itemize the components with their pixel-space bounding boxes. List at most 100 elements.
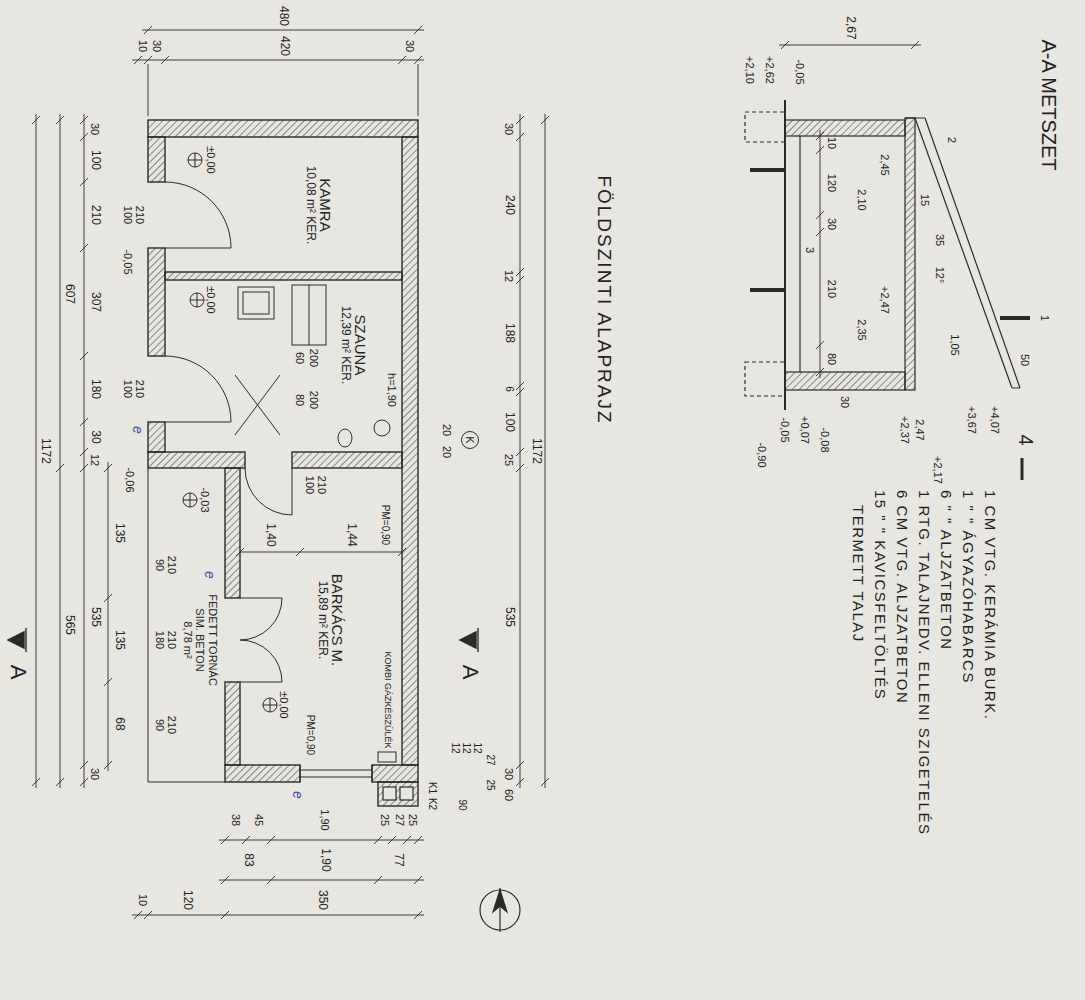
sauna-stove <box>238 287 274 319</box>
level-marker-cross <box>183 493 197 507</box>
dimension-label: 20 <box>441 424 454 436</box>
dimension-label: 77 <box>391 853 405 866</box>
dimension-label: 210 <box>166 556 179 574</box>
chimney <box>378 782 418 806</box>
dimension-label: 25 <box>406 814 419 826</box>
dimension-label: 80 <box>294 394 307 406</box>
dimension-label: 200 <box>308 391 321 409</box>
wall <box>402 137 418 765</box>
wall <box>148 422 165 452</box>
chimney-circle: K <box>461 431 479 449</box>
dimension-label: 210 <box>826 279 839 297</box>
door-swing <box>240 640 282 682</box>
dimension-label: 3 <box>804 247 817 253</box>
dimension-label: 4 <box>1014 434 1037 445</box>
dimension-label: 38 <box>229 814 242 826</box>
layer-note: 6 CM VTG. ALJZATBETON <box>893 490 910 704</box>
dimension-label: ±0,00 <box>205 286 218 313</box>
gas-boiler <box>378 752 396 762</box>
door-swing <box>165 182 231 248</box>
room-area: SIM. BETON <box>194 594 207 686</box>
sauna-stove-inner <box>243 292 269 314</box>
dimension-label: 210 <box>134 380 147 398</box>
dimension-label: 12 <box>503 270 516 282</box>
dimension-label: 535 <box>502 606 516 626</box>
dimension-label: 420 <box>277 36 291 56</box>
wall <box>148 248 165 356</box>
dimension-label: 1 <box>1039 315 1052 321</box>
room-area: 15,89 m² KER. <box>314 574 328 667</box>
dimension-label: 210 <box>166 716 179 734</box>
dimension-label: 2,35 <box>856 319 869 340</box>
level-marker <box>263 698 277 712</box>
plan-details <box>148 153 396 782</box>
room-text: K <box>464 436 477 443</box>
section-line <box>477 628 478 652</box>
room-text: KAMRA10,08 m² KER. <box>302 166 333 245</box>
dimension-label: 27 <box>484 754 496 765</box>
dimension-label: 90 <box>154 559 167 571</box>
door-swing <box>240 598 282 640</box>
room-area: 8,78 m² <box>181 594 194 686</box>
dimension-label: 12° <box>934 267 947 284</box>
dimension-label: +2,47 <box>879 286 892 314</box>
dimension-label: 2,10 <box>856 189 869 210</box>
dimension-label: 180 <box>88 379 102 399</box>
dimension-line <box>219 836 424 844</box>
dimension-label: 83 <box>241 853 255 866</box>
section-wall <box>785 372 905 390</box>
section-wall <box>785 120 905 136</box>
dimension-label: 25 <box>484 779 496 790</box>
circle-outline-shape <box>462 432 479 449</box>
dimension-label: KOMBI GÁZKÉSZÜLÉK <box>383 651 393 748</box>
dimension-label: 1,90 <box>318 848 332 871</box>
dimension-label: 100 <box>122 206 135 224</box>
dimension-label: -0,05 <box>122 249 135 274</box>
walls <box>148 120 418 806</box>
partition-wall <box>165 272 402 280</box>
layer-note: 6 " " ALJZATBETON <box>937 490 954 651</box>
level-marker-cross <box>263 698 277 712</box>
sink <box>374 420 390 436</box>
dimension-label: 50 <box>1019 354 1032 366</box>
chimney-flues <box>383 787 413 800</box>
wall <box>225 682 240 765</box>
dimension-line <box>80 114 88 788</box>
door-swing <box>165 356 231 422</box>
ceiling-slab <box>905 118 915 390</box>
flue <box>400 787 413 800</box>
room-name: BARKÁCS M. <box>328 574 345 667</box>
section-line <box>25 628 26 652</box>
sauna-bench <box>292 285 326 345</box>
level-marker-cross <box>190 293 204 307</box>
room-area: 12,39 m² KER. <box>337 306 351 385</box>
dimension-label: 240 <box>502 194 516 214</box>
room: FEDETT TORNÁCSIM. BETON8,78 m² <box>148 468 225 782</box>
dimension-label: A <box>457 665 482 680</box>
extension-line <box>148 64 418 116</box>
dimension-label: 25 <box>379 814 392 826</box>
level-marker <box>190 293 204 307</box>
room-text: SZAUNA12,39 m² KER. <box>337 306 368 385</box>
dimension-label: 1,44 <box>344 523 358 546</box>
room-area: 10,08 m² KER. <box>302 166 316 245</box>
dimension-label: 10 <box>137 894 150 906</box>
north-arrow <box>480 888 520 932</box>
wall <box>148 452 245 468</box>
dimension-label: +2,37 <box>899 416 912 444</box>
dimension-label: 1,90 <box>318 809 331 830</box>
layer-note: TERMETT TALAJ <box>849 505 866 643</box>
dimension-label: 80 <box>826 352 839 364</box>
layer-note: 15 " " KAVICSFELTÖLTÉS <box>871 490 888 700</box>
dimension-label: 2,67 <box>843 16 857 39</box>
section-arrow <box>8 632 24 648</box>
room-name: FEDETT TORNÁC <box>206 594 219 686</box>
toilet <box>338 429 352 447</box>
dimension-label: 307 <box>88 292 102 312</box>
dimension-label: 210 <box>134 206 147 224</box>
dimension-label: 68 <box>112 717 126 730</box>
dimension-label: 30 <box>826 217 839 229</box>
dimension-label: PM=0,90 <box>304 715 316 755</box>
level-markers <box>183 153 277 712</box>
dimension-line <box>816 130 824 378</box>
